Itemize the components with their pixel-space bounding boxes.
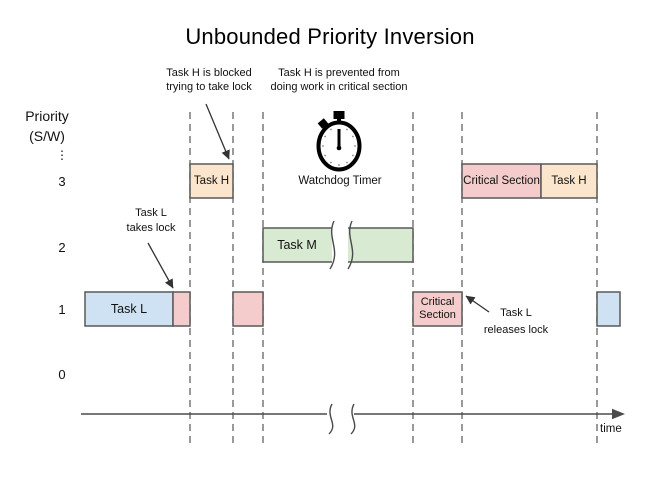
blocked-annotation-line1: Task H is blocked — [166, 67, 252, 79]
task-l-lock-acquired-bar — [172, 291, 191, 327]
priority-axis-label: Priority (S/W) — [15, 106, 79, 146]
timeline-dashed-markers — [189, 112, 598, 443]
critical-section-bottom-line1: Critical — [420, 296, 455, 308]
prevented-annotation: Task H is prevented from doing work in c… — [234, 66, 444, 94]
task-m-break-mark-right — [347, 220, 354, 270]
stopwatch-top-button — [333, 111, 345, 119]
takes-lock-annotation: Task L takes lock — [91, 206, 211, 236]
critical-section-top-label: Critical Section — [463, 175, 540, 187]
blocked-arrow — [205, 103, 230, 160]
priority-axis-label-line1: Priority — [25, 108, 69, 124]
task-l-bar-label: Task L — [110, 302, 148, 316]
time-axis-arrowhead — [612, 408, 625, 420]
critical-section-bottom-label: Critical Section — [413, 292, 462, 326]
stopwatch-hub — [336, 145, 342, 151]
critical-section-bottom-line2: Section — [419, 309, 456, 321]
priority-axis-ellipsis: ⋮ — [56, 148, 68, 162]
priority-level-2: 2 — [58, 240, 66, 255]
watchdog-timer-label: Watchdog Timer — [298, 175, 382, 187]
releases-lock-annotation-line2: releases lock — [483, 324, 549, 336]
task-m-break-gap — [332, 225, 348, 265]
priority-level-0: 0 — [58, 367, 66, 382]
axis-break-mark-left — [328, 403, 334, 435]
takes-lock-annotation-line2: takes lock — [126, 222, 176, 234]
releases-lock-arrow — [465, 295, 490, 313]
stopwatch-icon — [316, 111, 362, 172]
priority-axis-label-line2: (S/W) — [29, 128, 65, 144]
releases-lock-annotation: Task L releases lock — [446, 305, 586, 339]
priority-level-1: 1 — [58, 302, 66, 317]
task-h-critical-section-bar — [461, 163, 542, 199]
prevented-annotation-line2: doing work in critical section — [270, 81, 408, 93]
task-l-critical-section-bar — [412, 291, 463, 327]
time-axis — [81, 403, 625, 435]
stopwatch-ticks — [322, 128, 356, 166]
blocked-annotation-line2: trying to take lock — [166, 81, 252, 93]
takes-lock-arrow — [147, 242, 174, 289]
task-h-resume-bar — [540, 163, 598, 199]
time-axis-label: time — [600, 423, 622, 435]
task-l-final-bar — [596, 291, 621, 327]
task-l-critical-resume-bar — [232, 291, 264, 327]
stopwatch-side-button — [317, 118, 329, 129]
prevented-annotation-line1: Task H is prevented from — [278, 67, 400, 79]
task-m-bar-label: Task M — [277, 238, 317, 252]
takes-lock-annotation-line1: Task L — [135, 207, 167, 219]
task-h-run-bar-label: Task H — [193, 175, 230, 187]
releases-lock-annotation-line1: Task L — [500, 307, 532, 319]
page-title: Unbounded Priority Inversion — [185, 24, 475, 49]
annotation-arrows — [147, 103, 490, 313]
priority-level-3: 3 — [58, 174, 66, 189]
task-h-resume-bar-label: Task H — [551, 175, 587, 187]
task-bars — [84, 163, 621, 327]
axis-break-mark-right — [350, 403, 356, 435]
task-m-break-mark-left — [329, 220, 336, 270]
task-h-run-bar — [189, 163, 234, 199]
blocked-annotation: Task H is blocked trying to take lock — [129, 66, 289, 94]
